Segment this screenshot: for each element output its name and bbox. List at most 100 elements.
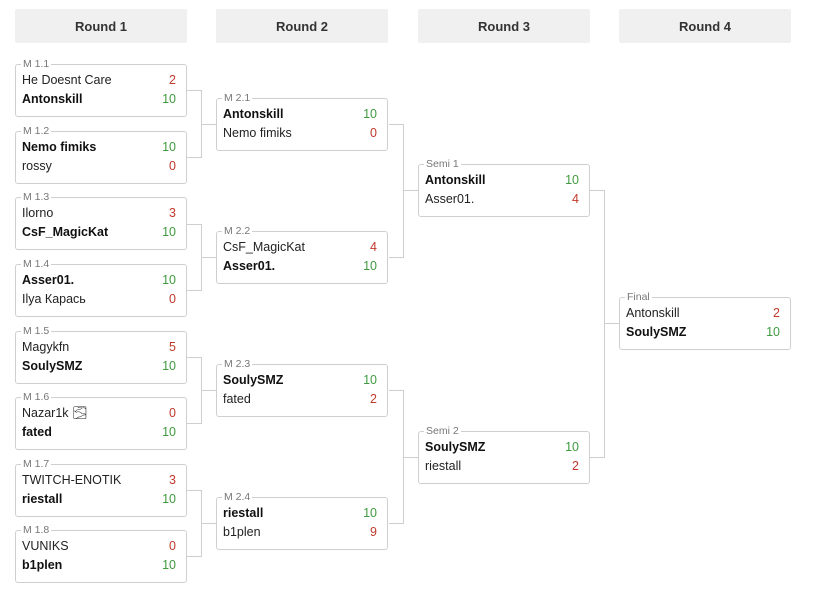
connector-line (403, 190, 418, 191)
connector-line (604, 323, 619, 324)
match-label: M 1.2 (21, 124, 52, 138)
round-4-header: Round 4 (619, 9, 791, 43)
match-label: M 2.3 (222, 357, 253, 371)
player-row[interactable]: b1plen 10 (22, 556, 176, 574)
connector-line (187, 423, 202, 424)
connector-line (187, 490, 202, 491)
player-name: b1plen (223, 525, 261, 539)
connector-line (389, 124, 404, 125)
match-label: M 1.6 (21, 390, 52, 404)
player-row[interactable]: Asser01.10 (223, 257, 377, 275)
player-name: fated (223, 392, 251, 406)
connector-line (187, 290, 202, 291)
connector-line (403, 457, 418, 458)
match-label: M 1.5 (21, 324, 52, 338)
player-name: Ilorno (22, 206, 54, 220)
player-score: 10 (162, 92, 176, 106)
player-name: Ilya Карась (22, 292, 86, 306)
match-label: M 1.3 (21, 190, 52, 204)
player-name: b1plen (22, 558, 63, 572)
round-2-header: Round 2 (216, 9, 388, 43)
round-1-header: Round 1 (15, 9, 187, 43)
connector-line (389, 257, 404, 258)
player-row[interactable]: CsF_MagicKat 10 (22, 223, 176, 241)
match-label: M 2.1 (222, 91, 253, 105)
player-row[interactable]: SoulySMZ 10 (425, 438, 579, 456)
player-name: Antonskill (425, 173, 486, 187)
player-score: 10 (363, 373, 377, 387)
player-name: Asser01. (223, 259, 276, 273)
round-3-header: Round 3 (418, 9, 590, 43)
player-score: 10 (162, 558, 176, 572)
match-label: M 1.7 (21, 457, 52, 471)
player-score: 10 (162, 359, 176, 373)
connector-line (590, 190, 605, 191)
match-label: M 1.4 (21, 257, 52, 271)
player-score: 0 (169, 539, 176, 553)
connector-line (403, 124, 404, 258)
match-label: Semi 2 (424, 424, 461, 438)
player-row[interactable]: Asser01.4 (425, 190, 579, 208)
player-score: 10 (565, 440, 579, 454)
player-row[interactable]: Asser01.10 (22, 271, 176, 289)
connector-line (201, 257, 216, 258)
player-score: 10 (766, 325, 780, 339)
player-score: 2 (773, 306, 780, 320)
connector-line (187, 157, 202, 158)
player-name: rossy (22, 159, 52, 173)
player-name: CsF_MagicKat (22, 225, 109, 239)
player-name: CsF_MagicKat (223, 240, 305, 254)
connector-line (187, 224, 202, 225)
player-score: 10 (162, 225, 176, 239)
player-score: 3 (169, 473, 176, 487)
match-label: M 1.8 (21, 523, 52, 537)
player-name: Magykfn (22, 340, 70, 354)
player-name: riestall (223, 506, 264, 520)
player-name: SoulySMZ (425, 440, 486, 454)
player-name: Asser01. (425, 192, 475, 206)
player-row[interactable]: Nazar1k 🌫0 (22, 404, 176, 422)
match-label: M 2.2 (222, 224, 253, 238)
connector-line (187, 556, 202, 557)
connector-line (590, 457, 605, 458)
player-name: Nemo fimiks (223, 126, 292, 140)
